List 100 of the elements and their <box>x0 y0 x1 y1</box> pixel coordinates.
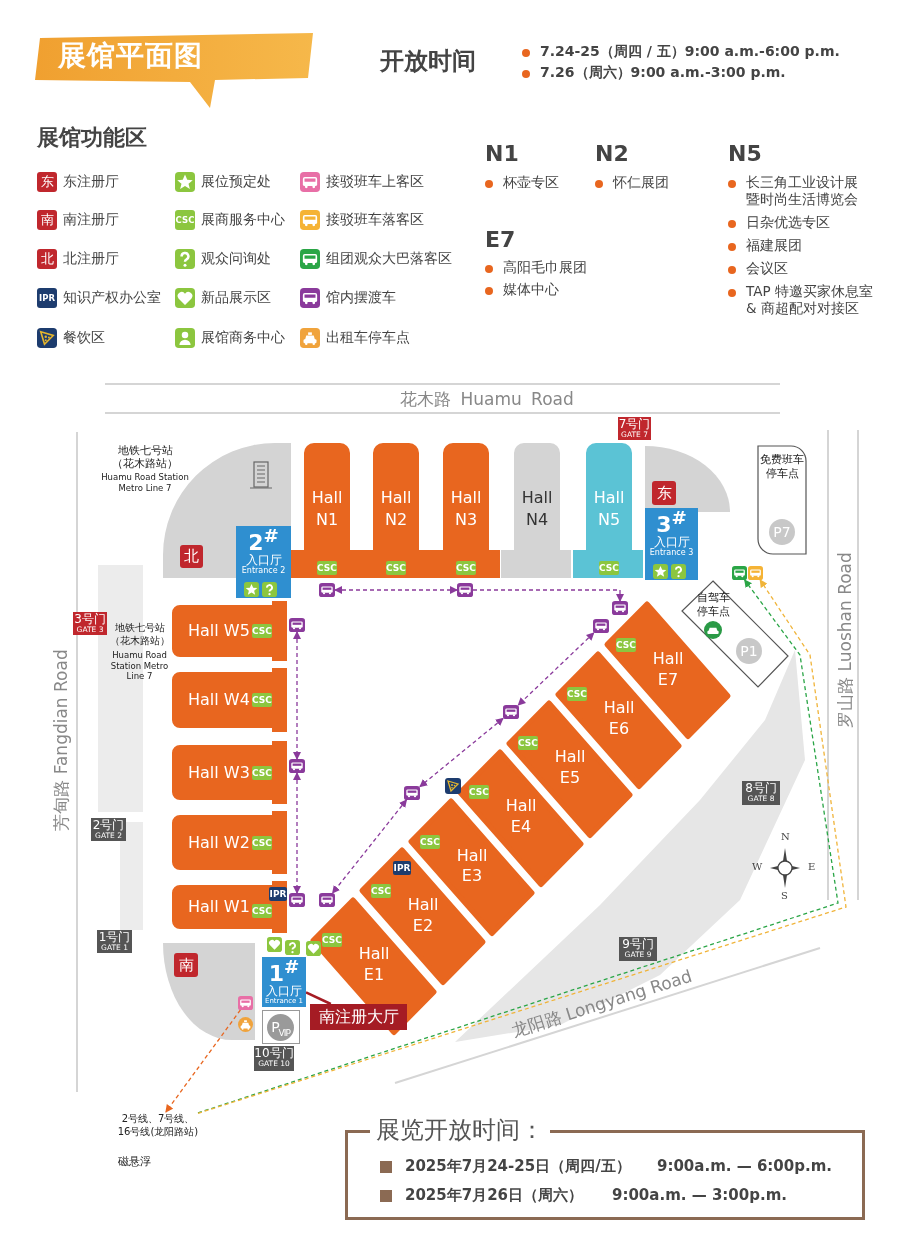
service-badge: CSC <box>252 624 272 638</box>
entrance-hall <box>236 526 291 598</box>
bus-icon <box>289 893 305 907</box>
legend-badge: IPR <box>37 288 57 308</box>
station-name: Huamu Road Station Metro Line 7 <box>100 472 190 494</box>
legend-label: 展商服务中心 <box>201 211 285 229</box>
service-badge: IPR <box>269 887 287 901</box>
gate-number: 3号门 <box>73 613 107 626</box>
dashed-arrow <box>334 586 458 594</box>
bus-icon <box>748 566 763 580</box>
legend-label: 北注册厅 <box>63 250 119 268</box>
entrance-label: 入口厅 <box>264 985 302 998</box>
legend-label: 东注册厅 <box>63 173 119 191</box>
page-title: 展馆平面图 <box>58 38 203 74</box>
legend-label: 南注册厅 <box>63 211 119 229</box>
legend-label: 新品展示区 <box>201 289 271 307</box>
registration-badge: 南 <box>174 953 198 977</box>
bus-icon <box>319 583 335 597</box>
dashed-arrow <box>331 799 408 894</box>
legend-label: 知识产权办公室 <box>63 289 161 307</box>
entrance-hall <box>262 957 306 1007</box>
legend-label: 餐饮区 <box>63 329 105 347</box>
zone-text: 杯壶专区 <box>503 174 559 191</box>
entrance-number: 1$^{#}$ <box>268 957 300 986</box>
service-badge: CSC <box>518 736 538 751</box>
bus-icon <box>732 566 747 580</box>
hall-label: Hall E1 <box>357 944 391 986</box>
legend-label: 出租车停车点 <box>326 329 410 347</box>
heading: 展馆功能区 <box>37 124 147 152</box>
entrance-label: Entrance 3 <box>648 549 695 558</box>
compass-letter: S <box>781 890 788 903</box>
bus-icon <box>238 996 253 1010</box>
hall-label: Hall E7 <box>651 648 685 691</box>
station-name: 地铁七号站（花木路站） <box>112 444 178 471</box>
gate-sign <box>618 417 651 440</box>
bus-icon <box>593 619 609 633</box>
hours-text: 7.24-25（周四 / 五）9:00 a.m.-6:00 p.m. <box>540 43 840 61</box>
dashed-arrow <box>165 1009 242 1113</box>
time-text: 9:00a.m. — 3:00p.m. <box>612 1186 787 1205</box>
exhibition-hall <box>507 700 632 838</box>
service-badge: CSC <box>386 561 406 575</box>
exhibition-hall <box>360 443 430 578</box>
bus-icon <box>612 601 628 615</box>
entrance-label: 入口厅 <box>245 554 282 567</box>
hall-label: Hall E3 <box>455 845 489 888</box>
hall-label: Hall E6 <box>602 698 636 740</box>
registration-hall-label: 南注册大厅 <box>310 1004 407 1030</box>
gate-number: 7号门 <box>618 418 651 431</box>
hall-label: Hall W5 <box>188 621 250 640</box>
date-text: 2025年7月24-25日（周四/五） <box>405 1157 631 1176</box>
leader-line <box>305 991 332 1006</box>
dashed-arrow <box>293 772 301 894</box>
exhibition-hall <box>172 881 287 933</box>
compass-letter: E <box>808 861 816 874</box>
entrance-label: Entrance 2 <box>240 567 287 576</box>
dashed-arrow <box>472 589 624 602</box>
bus-icon <box>404 786 420 800</box>
transit-label: 磁悬浮 <box>118 1155 151 1169</box>
hall-label: Hall W1 <box>188 897 250 916</box>
legend-label: 观众问询处 <box>201 250 271 268</box>
legend-swatch: 南 <box>37 210 57 230</box>
gate-sign <box>97 930 132 953</box>
service-badge: CSC <box>567 687 587 701</box>
legend-label: 展馆商务中心 <box>201 329 285 347</box>
exhibition-hall <box>556 651 681 789</box>
dashed-arrow <box>419 717 504 788</box>
heading: 开放时间 <box>380 46 476 76</box>
gate-sign <box>254 1046 294 1071</box>
entrance-hall <box>645 508 698 580</box>
bus-icon <box>503 705 519 719</box>
exhibition-hall <box>605 602 730 740</box>
bus-icon <box>289 618 305 632</box>
service-badge: CSC <box>252 836 272 850</box>
gate-number: 9号门 <box>621 938 655 951</box>
zone-text: 长三角工业设计展暨时尚生活博览会 <box>746 174 858 208</box>
compass-letter: W <box>752 861 763 874</box>
gate-sign <box>619 937 657 961</box>
service-badge: CSC <box>469 785 489 800</box>
exhibition-hall <box>172 741 287 804</box>
legend-swatch: 北 <box>37 249 57 269</box>
gate-sign <box>91 818 126 841</box>
station-name: Huamu Road Station Metro Line 7 <box>109 650 170 682</box>
exhibition-hall <box>172 601 287 661</box>
dashed-arrow <box>293 631 301 760</box>
hall-label: Hall N5 <box>592 487 626 531</box>
hall-label: Hall N1 <box>310 487 344 531</box>
entrance-number: 3$^{#}$ <box>656 508 687 537</box>
hall-label: Hall N2 <box>379 487 413 531</box>
hall-label: Hall W2 <box>188 832 250 852</box>
zone-text: TAP 特邀买家休息室 & 商超配对对接区 <box>746 283 874 317</box>
parking-area <box>757 445 807 555</box>
date-text: 2025年7月26日（周六） <box>405 1186 584 1205</box>
legend-label: 组团观众大巴落客区 <box>326 250 452 268</box>
parking-label: 自驾车停车点 <box>695 591 731 619</box>
hall-heading: E7 <box>485 226 516 254</box>
hall-heading: N1 <box>485 140 519 168</box>
legend-badge: CSC <box>175 210 195 230</box>
service-badge: CSC <box>252 766 272 780</box>
parking-label: 免费班车停车点 <box>759 453 805 482</box>
station-name: 地铁七号站（花木路站） <box>108 622 171 647</box>
